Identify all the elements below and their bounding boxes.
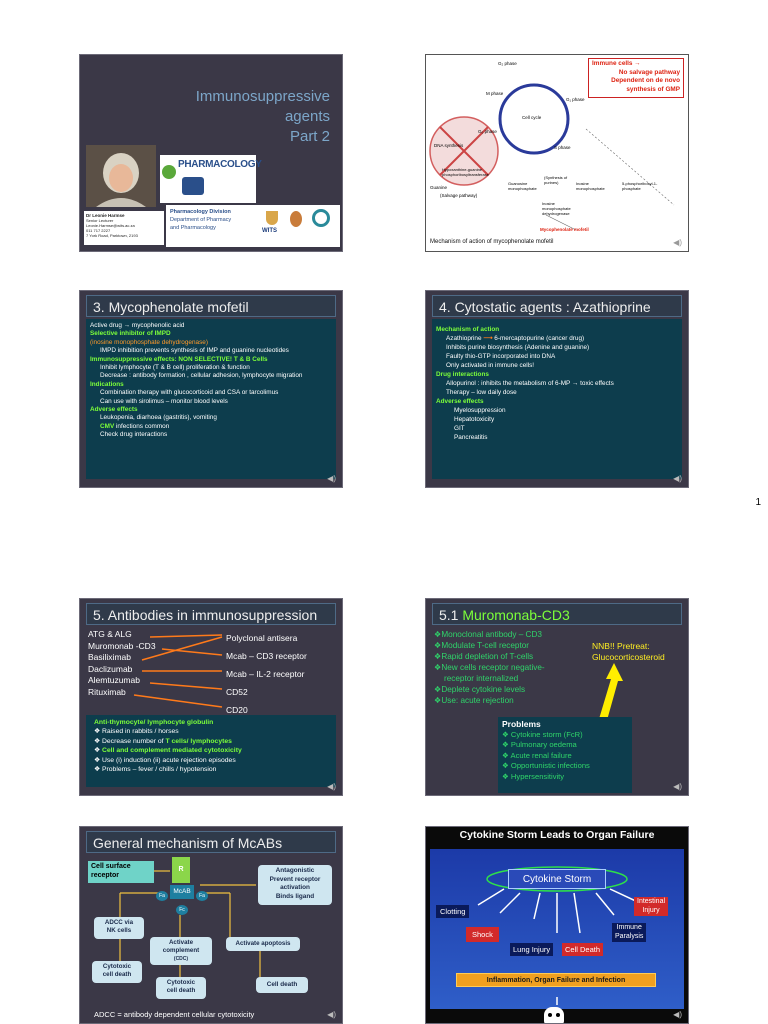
speaker-icon: ◀) [327,1010,336,1019]
label-gmp: Guanosine monophosphate [508,181,537,191]
antagonistic-box: Antagonistic Prevent receptor activation… [258,865,332,905]
label-g2: G₂ phase [498,61,517,66]
immune-cells-callout: Immune cells → No salvage pathway Depend… [588,58,684,98]
fa-left: Fa [156,891,168,901]
pharmacology-logo: PHARMACOLOGY [160,155,262,203]
slide-title-heading: Immunosuppressive agents Part 2 [195,88,330,145]
intestinal-label: Intestinal Injury [634,897,669,916]
slide4-body: Mechanism of action Azathioprine ⟶ 6-mer… [432,319,682,479]
label-g1: G₁ phase [566,97,585,102]
cell-death-box: Cell death [256,977,308,993]
antibody-arrows [133,634,223,708]
page-number: 1 [755,497,761,508]
lung-injury-label: Lung Injury [510,943,554,956]
cell-surface-receptor: Cell surface receptor [88,861,154,883]
slide3-title: 3. Mycophenolate mofetil [86,295,336,317]
label-s: S phase [554,145,571,150]
storm-arrows [477,866,641,1005]
slide-mycophenolate-mechanism: Immune cells → No salvage pathway Depend… [425,54,689,252]
arrow-icon: ⟶ [483,335,493,342]
label-imp: Inosine monophosphate [576,181,605,191]
speaker-icon: ◀) [327,782,336,791]
slide6-title: 5.1 Muromonab-CD3 [432,603,682,625]
clotting-label: Clotting [436,905,470,918]
slide4-title: 4. Cytostatic agents : Azathioprine [432,295,682,317]
label-g0: G₀ phase [478,129,497,134]
complement-box: Activate complement (CDC) [150,937,212,965]
label-m: M phase [486,91,504,96]
mcab-antibody: McAB [170,885,194,899]
speaker-icon: ◀) [673,1010,682,1019]
immune-paralysis-label: Immune Paralysis [612,923,647,942]
health-sciences-icon [290,211,302,227]
slide-mycophenolate-mofetil: 3. Mycophenolate mofetil Active drug → m… [79,290,343,488]
slide7-title: General mechanism of McABs [86,831,336,853]
antibody-list: ATG & ALG Muromonab -CD3 Basiliximab Dac… [88,629,156,697]
division-info: Pharmacology Division Department of Phar… [166,205,340,247]
skull-icon [544,1007,564,1023]
slide-muromonab: 5.1 Muromonab-CD3 ❖Monoclonal antibody –… [425,598,689,796]
speaker-icon: ◀) [673,474,682,483]
slide5-title: 5. Antibodies in immunosuppression [86,603,336,625]
wits-logo: WITS [262,228,277,234]
cytokine-storm-label: Cytokine Storm [508,869,606,889]
label-guanine: Guanine [430,185,448,190]
speaker-icon: ◀) [673,238,682,247]
adcc-box: ADCC via NK cells [94,917,144,939]
pill-icon [182,177,204,195]
cell-death-label: Cell Death [562,943,604,956]
label-hgprt: Hypoxanthine-guanine phosphoribosyltrans… [442,167,489,177]
apoptosis-box: Activate apoptosis [226,937,300,951]
slide-title: Immunosuppressive agents Part 2 PHARMACO… [79,54,343,252]
cell-cycle-diagram [429,83,675,231]
author-info: Dr Leonie Harmse Senior Lecturer Leonie.… [84,211,164,245]
speaker-icon: ◀) [673,782,682,791]
flask-icon [162,165,176,179]
mcab-flow-lines [119,870,261,977]
fa-right: Fa [196,891,208,901]
author-photo [86,145,156,207]
pretreat-note: NNB!! Pretreat: Glucocorticosteroid [592,641,665,662]
fc-region: Fc [176,905,188,915]
slide8-title: Cytokine Storm Leads to Organ Failure [459,829,655,841]
atg-box: Anti-thymocyte/ lymphocyte globulin ❖ Ra… [86,715,336,787]
slide-mcab-mechanism: General mechanism of McABs Cell surface … [79,826,343,1024]
problems-box: Problems ❖ Cytokine storm (FcR) ❖ Pulmon… [498,717,632,793]
swirl-icon [312,209,330,227]
label-salvage: (Salvage pathway) [440,193,478,198]
label-cell-cycle: Cell cycle [522,115,542,120]
label-synthesis: (Synthesis of purines) [544,175,568,185]
logo-text: PHARMACOLOGY [178,159,262,170]
antibody-targets: Polyclonal antisera Mcab – CD3 receptor … [226,633,307,715]
slide-azathioprine: 4. Cytostatic agents : Azathioprine Mech… [425,290,689,488]
inflammation-bar: Inflammation, Organ Failure and Infectio… [456,973,656,987]
crest-icon [266,211,278,225]
receptor-r: R [172,857,190,883]
speaker-icon: ◀) [327,474,336,483]
adcc-footer: ADCC = antibody dependent cellular cytot… [94,1010,255,1019]
label-dna: DNA synthesis [434,143,464,148]
slide2-caption: Mechanism of action of mycophenolate mof… [430,239,554,245]
shock-label: Shock [466,927,499,942]
muromonab-list: ❖Monoclonal antibody – CD3 ❖Modulate T-c… [434,630,545,705]
cytotoxic-death-2: Cytotoxic cell death [156,977,206,999]
cytotoxic-death-1: Cytotoxic cell death [92,961,142,983]
slide-antibodies: 5. Antibodies in immunosuppression ATG &… [79,598,343,796]
storm-panel: Cytokine Storm Clotting Intestinal Injur… [430,849,684,1009]
slide3-body: Active drug → mycophenolic acid Selectiv… [86,319,336,479]
cell-cycle-ring [498,83,570,155]
label-mmf: Mycophenolate mofetil [540,227,589,232]
slide-cytokine-storm: Cytokine Storm Leads to Organ Failure Cy… [425,826,689,1024]
yellow-arrow [596,663,623,731]
label-prpp: 5-phosphoribosyl-1-phosphate [622,181,658,191]
label-impdh: Inosine monophosphate dehydrogenase [542,201,571,216]
